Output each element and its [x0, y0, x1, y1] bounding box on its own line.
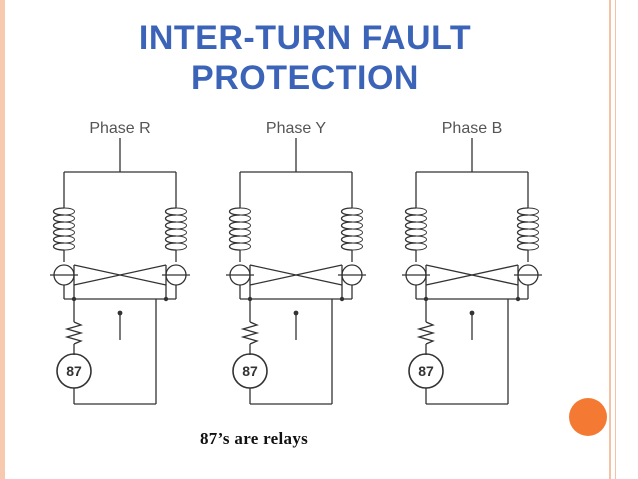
phase-b-label: Phase B	[442, 120, 502, 137]
phase-r-label: Phase R	[89, 120, 150, 137]
relay-b-label: 87	[418, 363, 434, 379]
relay-r-label: 87	[66, 363, 82, 379]
right-accent-line-thin	[615, 0, 616, 479]
relay-y-label: 87	[242, 363, 258, 379]
right-accent-line	[609, 0, 611, 479]
left-accent-border	[0, 0, 5, 479]
relay-caption: 87’s are relays	[200, 429, 309, 448]
orange-bullet-dot	[569, 398, 607, 436]
phase-y-circuit	[225, 137, 367, 405]
title-line-1: INTER-TURN FAULT	[138, 19, 472, 57]
phase-r-circuit	[49, 137, 191, 405]
phase-y-label: Phase Y	[266, 120, 327, 137]
title-line-2: PROTECTION	[191, 59, 419, 97]
slide-title: INTER-TURN FAULT PROTECTION	[90, 18, 520, 98]
phase-b-circuit	[401, 137, 543, 405]
